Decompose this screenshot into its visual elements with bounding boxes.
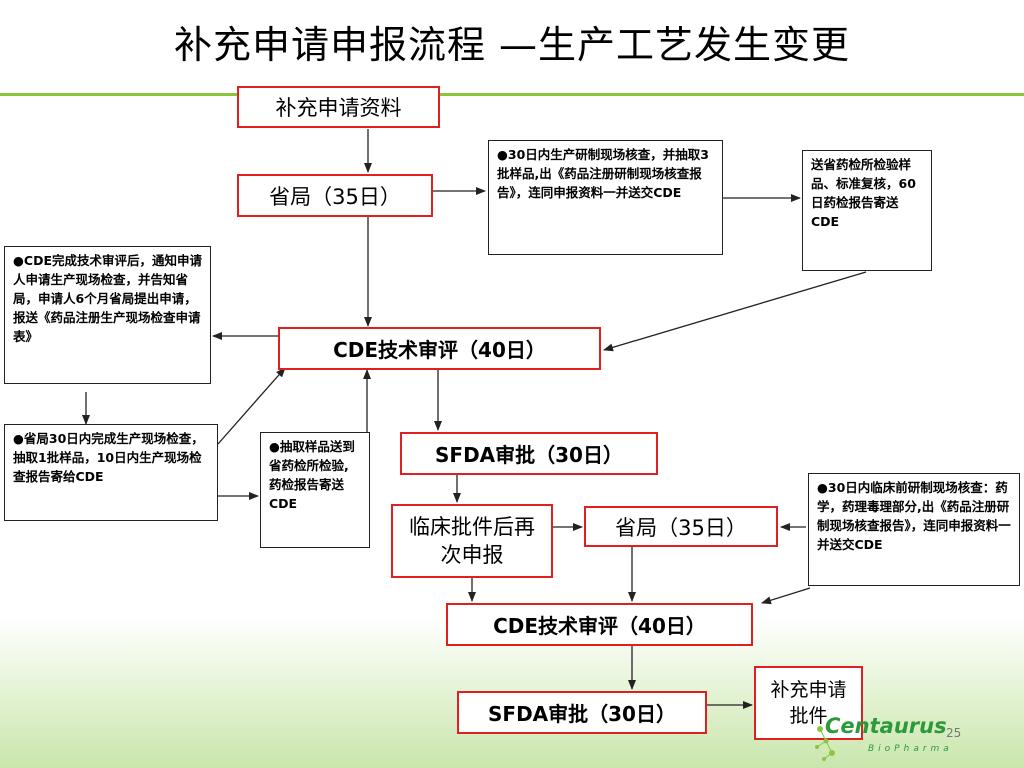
box-sfda-30-1: SFDA审批（30日） (400, 432, 658, 475)
box-prov-onsite: ●省局30日内完成生产现场检查，抽取1批样品，10日内生产现场检查报告寄给CDE (4, 424, 218, 521)
page-title: 补充申请申报流程 —生产工艺发生变更 (173, 23, 851, 67)
box-cde-review-2: CDE技术审评（40日） (446, 603, 753, 646)
box-supp-approval: 补充申请批件 (754, 666, 863, 740)
box-prov-35: 省局（35日） (237, 174, 433, 217)
box-sfda-30-2: SFDA审批（30日） (457, 691, 707, 734)
page-number: 25 (946, 726, 962, 740)
centaurus-logo-icon (815, 726, 835, 761)
arrow-preclinical-to-cde2 (761, 587, 811, 605)
logo-subtitle: BioPharma (868, 744, 953, 754)
box-inspect-60: 送省药检所检验样品、标准复核，60日药检报告寄送CDE (802, 150, 932, 271)
arrow-prov-onsite-to-cde (217, 367, 286, 445)
box-preclinical-30: ●30日内临床前研制现场核查：药学，药理毒理部分,出《药品注册研制现场核查报告》… (808, 473, 1020, 586)
box-supp-materials: 补充申请资料 (237, 86, 440, 128)
box-prov-35-2: 省局（35日） (584, 506, 778, 547)
box-clinical-resubmit: 临床批件后再次申报 (391, 504, 553, 578)
box-cde-review-1: CDE技术审评（40日） (278, 327, 601, 370)
arrow-inspect-to-cde (603, 271, 867, 352)
logo-name: Centaurus (825, 714, 947, 738)
title-divider (0, 93, 1024, 96)
box-sample-send: ●抽取样品送到省药检所检验,药检报告寄送CDE (260, 432, 370, 548)
box-onsite-30: ●30日内生产研制现场核查，并抽取3批样品,出《药品注册研制现场核查报告》，连同… (488, 140, 723, 255)
box-cde-notice: ●CDE完成技术审评后，通知申请人申请生产现场检查，并告知省局，申请人6个月省局… (4, 246, 211, 384)
